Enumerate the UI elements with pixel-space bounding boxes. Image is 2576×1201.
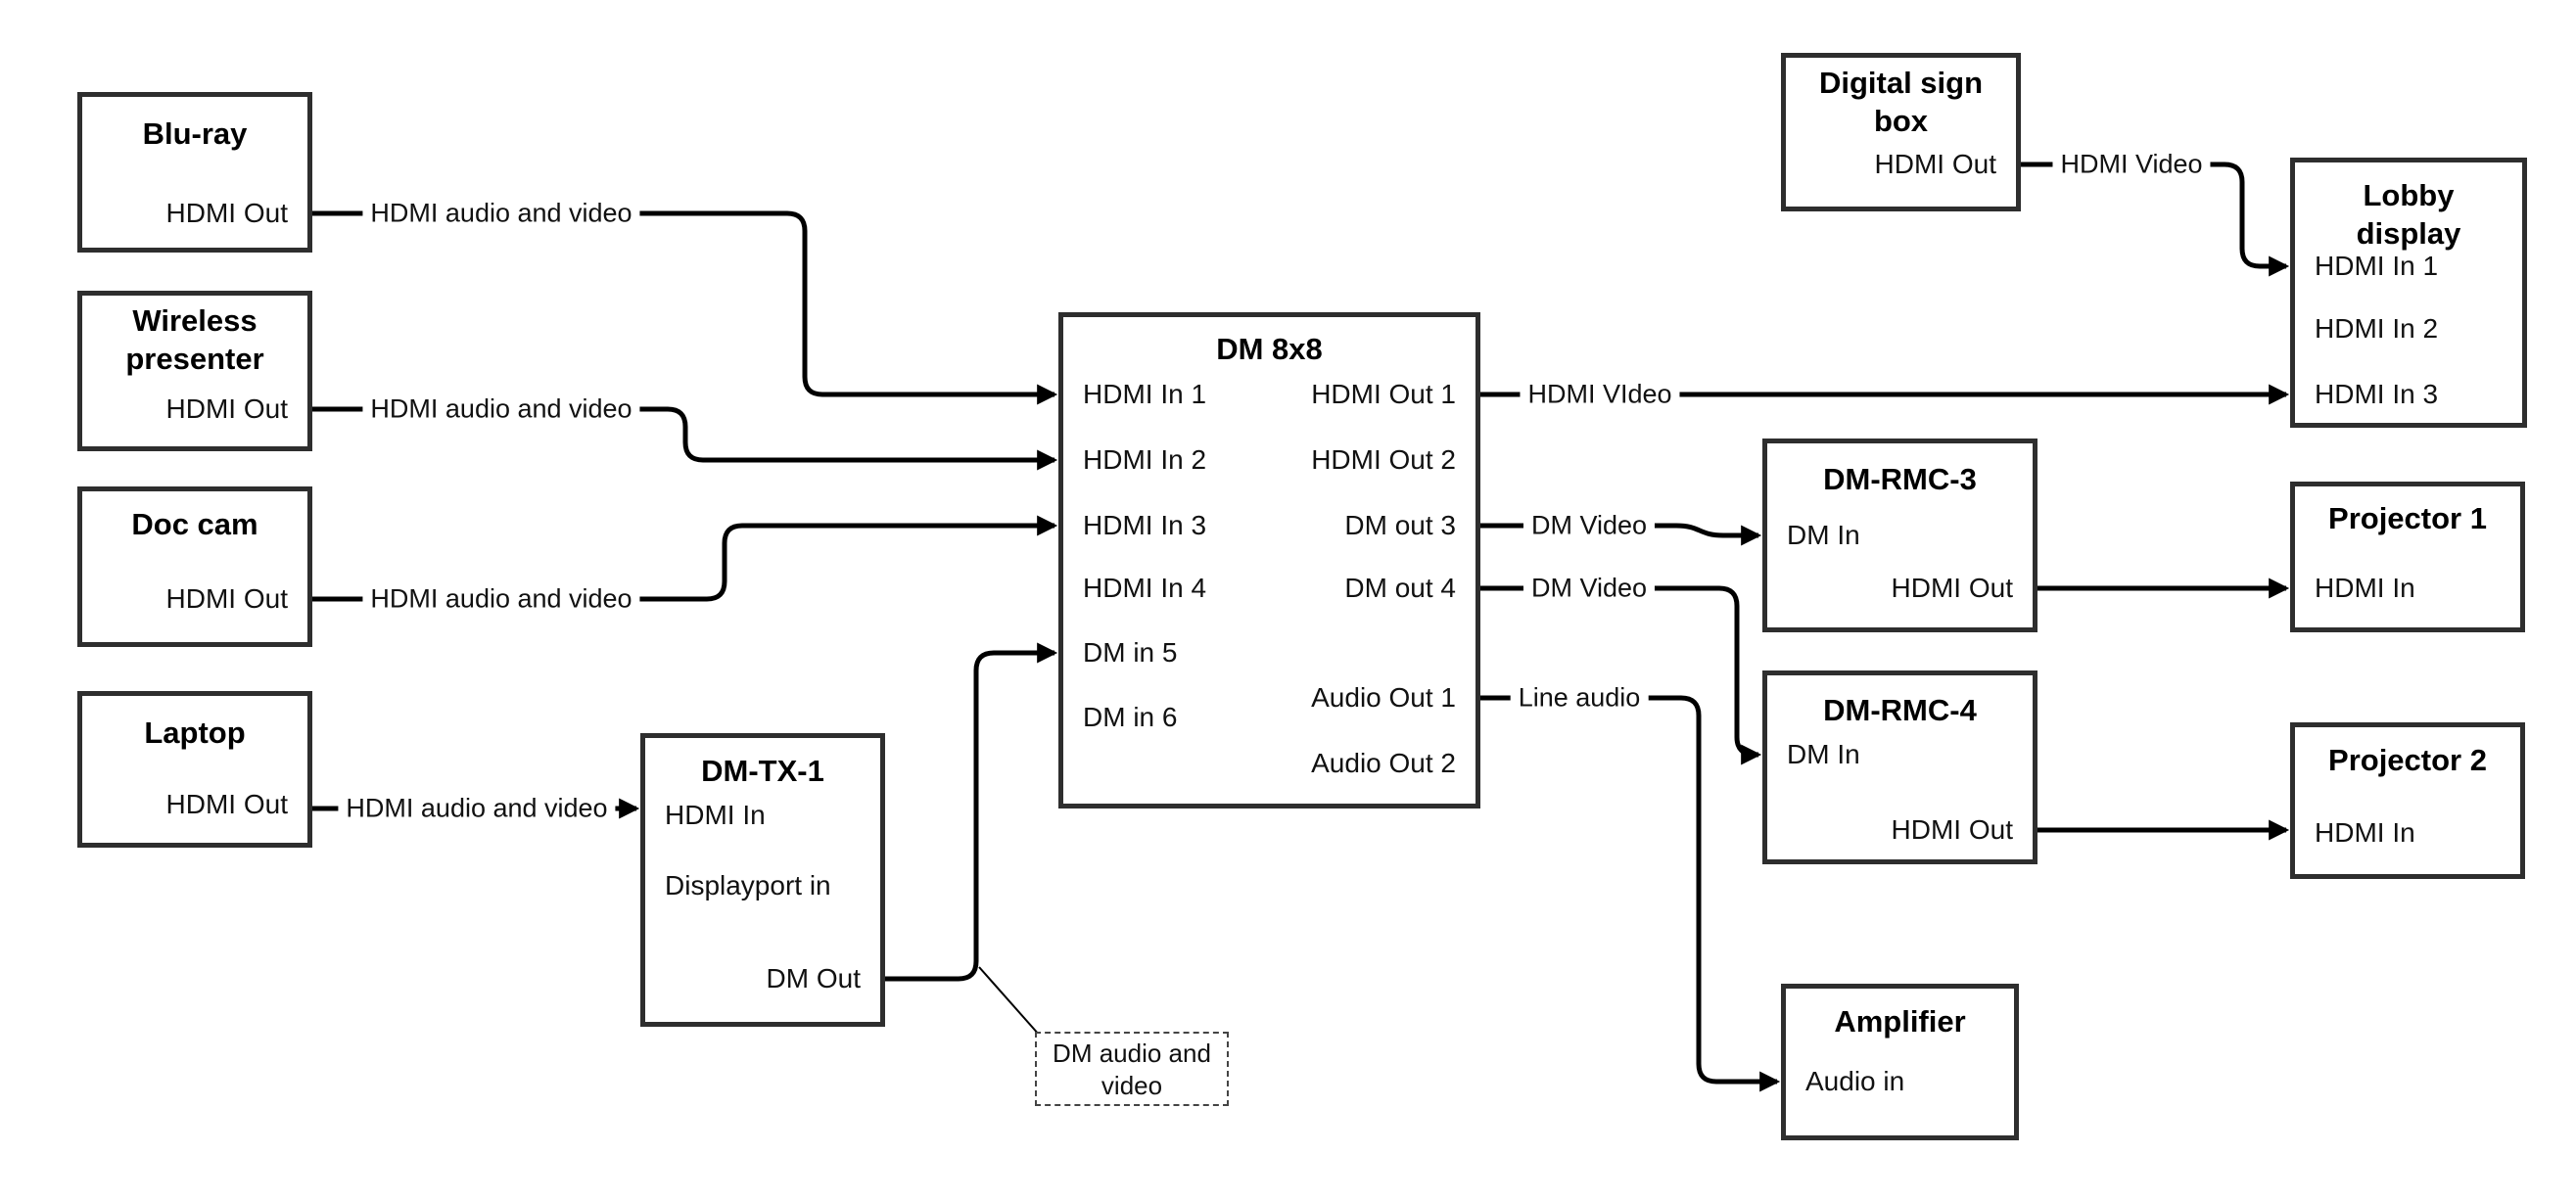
wire-label-hdmi-audio-and-video: HDMI audio and video xyxy=(362,197,640,230)
node-title-line: Digital sign xyxy=(1818,66,1984,100)
node-title-line: Projector 2 xyxy=(2328,743,2487,777)
node-title-dm-8x8: DM 8x8 xyxy=(1063,330,1475,368)
wire-bluray-to-dm8x8-in1 xyxy=(312,210,1058,405)
port-dm-8x8-dm-out-3: DM out 3 xyxy=(1344,510,1456,540)
note-line: DM audio and xyxy=(1053,1039,1211,1068)
node-title-projector-1: Projector 1 xyxy=(2295,499,2520,537)
wire-digitalsign-to-lobby-in1 xyxy=(2021,162,2290,277)
port-dm-rmc-3-dm-in: DM In xyxy=(1787,520,1860,550)
node-title-line: Laptop xyxy=(144,716,246,750)
node-title-amplifier: Amplifier xyxy=(1786,1002,2014,1040)
port-dm-8x8-audio-out-2: Audio Out 2 xyxy=(1311,748,1456,778)
port-wireless-presenter-hdmi-out: HDMI Out xyxy=(165,393,288,424)
port-dm-8x8-hdmi-out-2: HDMI Out 2 xyxy=(1311,444,1456,475)
port-doc-cam-hdmi-out: HDMI Out xyxy=(165,583,288,614)
node-title-line: display xyxy=(2356,216,2461,251)
wire-label-hdmi-video: HDMI VIdeo xyxy=(1520,378,1680,411)
port-dm-tx-1-dm-out: DM Out xyxy=(766,963,861,993)
wire-label-hdmi-audio-and-video: HDMI audio and video xyxy=(362,393,640,426)
port-blu-ray-hdmi-out: HDMI Out xyxy=(165,198,288,228)
port-lobby-display-hdmi-in-2: HDMI In 2 xyxy=(2315,313,2439,344)
wire-label-dm-video: DM Video xyxy=(1522,509,1656,542)
port-dm-8x8-hdmi-in-3: HDMI In 3 xyxy=(1083,510,1207,540)
wire-label-hdmi-audio-and-video: HDMI audio and video xyxy=(362,582,640,616)
port-projector-2-hdmi-in: HDMI In xyxy=(2315,817,2415,848)
wire-label-dm-video: DM Video xyxy=(1522,572,1656,605)
node-title-blu-ray: Blu-ray xyxy=(82,115,307,153)
port-lobby-display-hdmi-in-1: HDMI In 1 xyxy=(2315,251,2439,281)
wire-doccam-to-dm8x8-in3 xyxy=(312,515,1058,602)
port-dm-8x8-audio-out-1: Audio Out 1 xyxy=(1311,682,1456,713)
node-title-line: Amplifier xyxy=(1834,1004,1966,1039)
node-title-line: Blu-ray xyxy=(142,116,248,151)
port-dm-8x8-hdmi-out-1: HDMI Out 1 xyxy=(1311,379,1456,409)
note-line: video xyxy=(1101,1071,1163,1100)
node-title-line: DM-RMC-3 xyxy=(1823,462,1977,496)
port-dm-tx-1-hdmi-in: HDMI In xyxy=(665,800,766,830)
node-title-line: Lobby xyxy=(2363,178,2455,212)
wire-dmtx1-dmout-to-dm8x8-in5 xyxy=(885,642,1058,982)
node-title-dm-tx-1: DM-TX-1 xyxy=(645,752,880,790)
port-lobby-display-hdmi-in-3: HDMI In 3 xyxy=(2315,379,2439,409)
port-laptop-hdmi-out: HDMI Out xyxy=(165,789,288,819)
wire-dm8x8-out4-to-rmc4-dmin xyxy=(1480,585,1762,765)
wire-label-hdmi-video: HDMI Video xyxy=(2052,148,2211,181)
node-title-line: Wireless xyxy=(132,303,258,338)
node-title-line: Doc cam xyxy=(131,507,258,541)
node-title-lobby-display: Lobby display xyxy=(2295,176,2522,253)
port-dm-8x8-hdmi-in-1: HDMI In 1 xyxy=(1083,379,1207,409)
node-title-digital-sign-box: Digital sign box xyxy=(1786,64,2016,140)
node-title-doc-cam: Doc cam xyxy=(82,505,307,543)
node-title-line: DM-TX-1 xyxy=(701,754,824,788)
wire-label-hdmi-audio-and-video: HDMI audio and video xyxy=(338,792,616,825)
port-dm-8x8-dm-in-5: DM in 5 xyxy=(1083,637,1178,668)
port-digital-sign-box-hdmi-out: HDMI Out xyxy=(1874,149,1996,179)
port-dm-rmc-3-hdmi-out: HDMI Out xyxy=(1891,573,2013,603)
wire-wireless-to-dm8x8-in2 xyxy=(312,406,1058,471)
node-title-line: Projector 1 xyxy=(2328,501,2487,535)
port-dm-8x8-hdmi-in-2: HDMI In 2 xyxy=(1083,444,1207,475)
port-dm-8x8-dm-in-6: DM in 6 xyxy=(1083,702,1178,732)
port-amplifier-audio-in: Audio in xyxy=(1805,1066,1905,1096)
node-title-line: presenter xyxy=(125,342,264,376)
node-title-wireless-presenter: Wireless presenter xyxy=(82,301,307,378)
node-title-projector-2: Projector 2 xyxy=(2295,741,2520,779)
port-dm-8x8-hdmi-in-4: HDMI In 4 xyxy=(1083,573,1207,603)
node-projector-2: Projector 2 HDMI In xyxy=(2290,722,2525,879)
node-title-dm-rmc-4: DM-RMC-4 xyxy=(1767,691,2033,729)
node-dm-rmc-4: DM-RMC-4 DM In HDMI Out xyxy=(1762,670,2037,864)
node-title-laptop: Laptop xyxy=(82,714,307,752)
node-title-line: DM-RMC-4 xyxy=(1823,693,1977,727)
wire-note-callout-line xyxy=(978,966,1041,1037)
node-title-line: box xyxy=(1873,104,1929,138)
note-dm-audio-and-video: DM audio and video xyxy=(1035,1032,1229,1106)
wire-label-line-audio: Line audio xyxy=(1510,681,1649,715)
wire-dm8x8-audio1-to-amp xyxy=(1480,695,1781,1092)
wire-dm8x8-out3-to-rmc3-dmin xyxy=(1480,523,1762,546)
node-title-dm-rmc-3: DM-RMC-3 xyxy=(1767,460,2033,498)
port-dm-8x8-dm-out-4: DM out 4 xyxy=(1344,573,1456,603)
port-dm-tx-1-displayport-in: Displayport in xyxy=(665,870,831,901)
node-projector-1: Projector 1 HDMI In xyxy=(2290,482,2525,632)
node-dm-rmc-3: DM-RMC-3 DM In HDMI Out xyxy=(1762,439,2037,632)
node-title-line: DM 8x8 xyxy=(1216,332,1323,366)
port-dm-rmc-4-hdmi-out: HDMI Out xyxy=(1891,814,2013,845)
port-dm-rmc-4-dm-in: DM In xyxy=(1787,739,1860,769)
port-projector-1-hdmi-in: HDMI In xyxy=(2315,573,2415,603)
